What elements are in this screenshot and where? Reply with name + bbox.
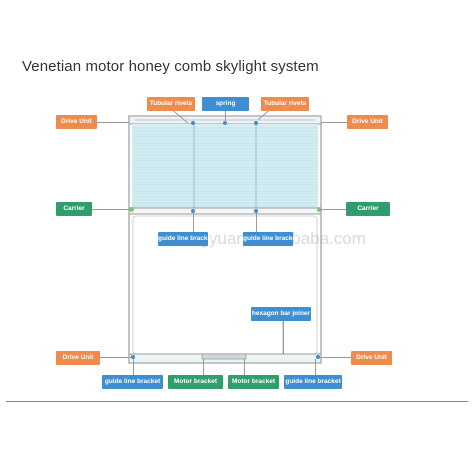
rivet-left-dot	[191, 121, 195, 125]
leader-guide-left-mid	[193, 213, 194, 232]
label-tubular-rivets-left: Tubular rivets	[147, 97, 195, 111]
label-carrier-right: Carrier	[346, 202, 390, 216]
spring-dot	[223, 121, 227, 125]
leader-guide-right-mid	[256, 213, 257, 232]
carrier-rail	[128, 207, 322, 215]
label-guide-line-bracket-bottom-right: guide line bracket	[284, 375, 342, 389]
label-drive-unit-top-left: Drive Unit	[56, 115, 97, 129]
leader-drive-top-right	[321, 122, 347, 123]
leader-motor-right	[244, 359, 245, 375]
label-motor-bracket-left: Motor bracket	[168, 375, 223, 389]
leader-carrier-right	[320, 209, 346, 210]
leader-hexagon-joiner	[283, 320, 284, 354]
label-tubular-rivets-right: Tubular rivets	[261, 97, 309, 111]
guide-right-dot	[254, 209, 258, 213]
diagram-title: Venetian motor honey comb skylight syste…	[22, 58, 319, 75]
leader-drive-bottom-left	[100, 357, 131, 358]
label-guide-line-bracket-left-mid: guide line bracket	[158, 232, 213, 246]
leader-carrier-left	[92, 209, 130, 210]
rivet-right-dot	[254, 121, 258, 125]
label-spring: spring	[202, 97, 249, 111]
guide-left-dot	[191, 209, 195, 213]
motor	[201, 353, 247, 360]
leader-drive-bottom-right	[320, 357, 351, 358]
leader-spring	[225, 110, 226, 122]
drive-bottom-left-dot	[131, 355, 135, 359]
label-drive-unit-top-right: Drive Unit	[347, 115, 388, 129]
carrier-left-dot	[129, 207, 134, 212]
leader-guide-bottom-left	[133, 359, 134, 375]
leader-guide-bottom-right	[315, 359, 316, 375]
honeycomb-blind	[132, 124, 318, 208]
leader-drive-top-left	[97, 122, 129, 123]
leader-motor-left	[203, 359, 204, 375]
carrier-right-dot	[317, 207, 322, 212]
bottom-divider	[6, 401, 468, 402]
label-guide-line-bracket-bottom-left: guide line bracket	[102, 375, 163, 389]
label-drive-unit-bottom-left: Drive Unit	[56, 351, 100, 365]
label-carrier-left: Carrier	[56, 202, 92, 216]
label-motor-bracket-right: Motor bracket	[228, 375, 279, 389]
label-drive-unit-bottom-right: Drive Unit	[351, 351, 392, 365]
drive-bottom-right-dot	[316, 355, 320, 359]
label-guide-line-bracket-right-mid: guide line bracket	[243, 232, 298, 246]
label-hexagon-bar-joiner: hexagon bar joiner	[251, 307, 311, 321]
